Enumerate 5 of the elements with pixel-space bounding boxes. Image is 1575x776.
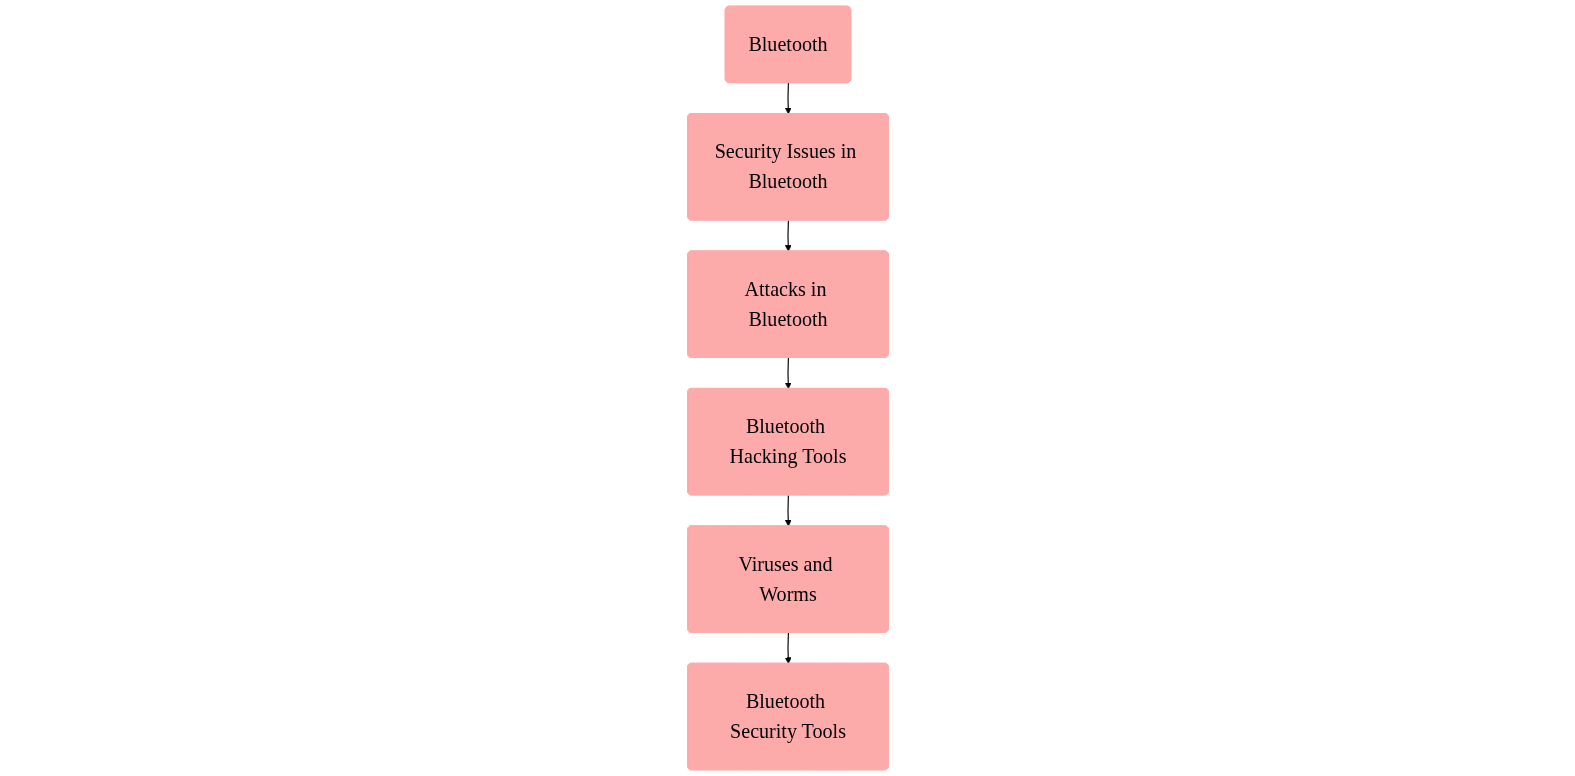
arrow (784, 494, 792, 527)
arrow (784, 357, 792, 390)
arrow (784, 219, 792, 252)
arrow (784, 82, 792, 115)
arrow (784, 632, 792, 664)
